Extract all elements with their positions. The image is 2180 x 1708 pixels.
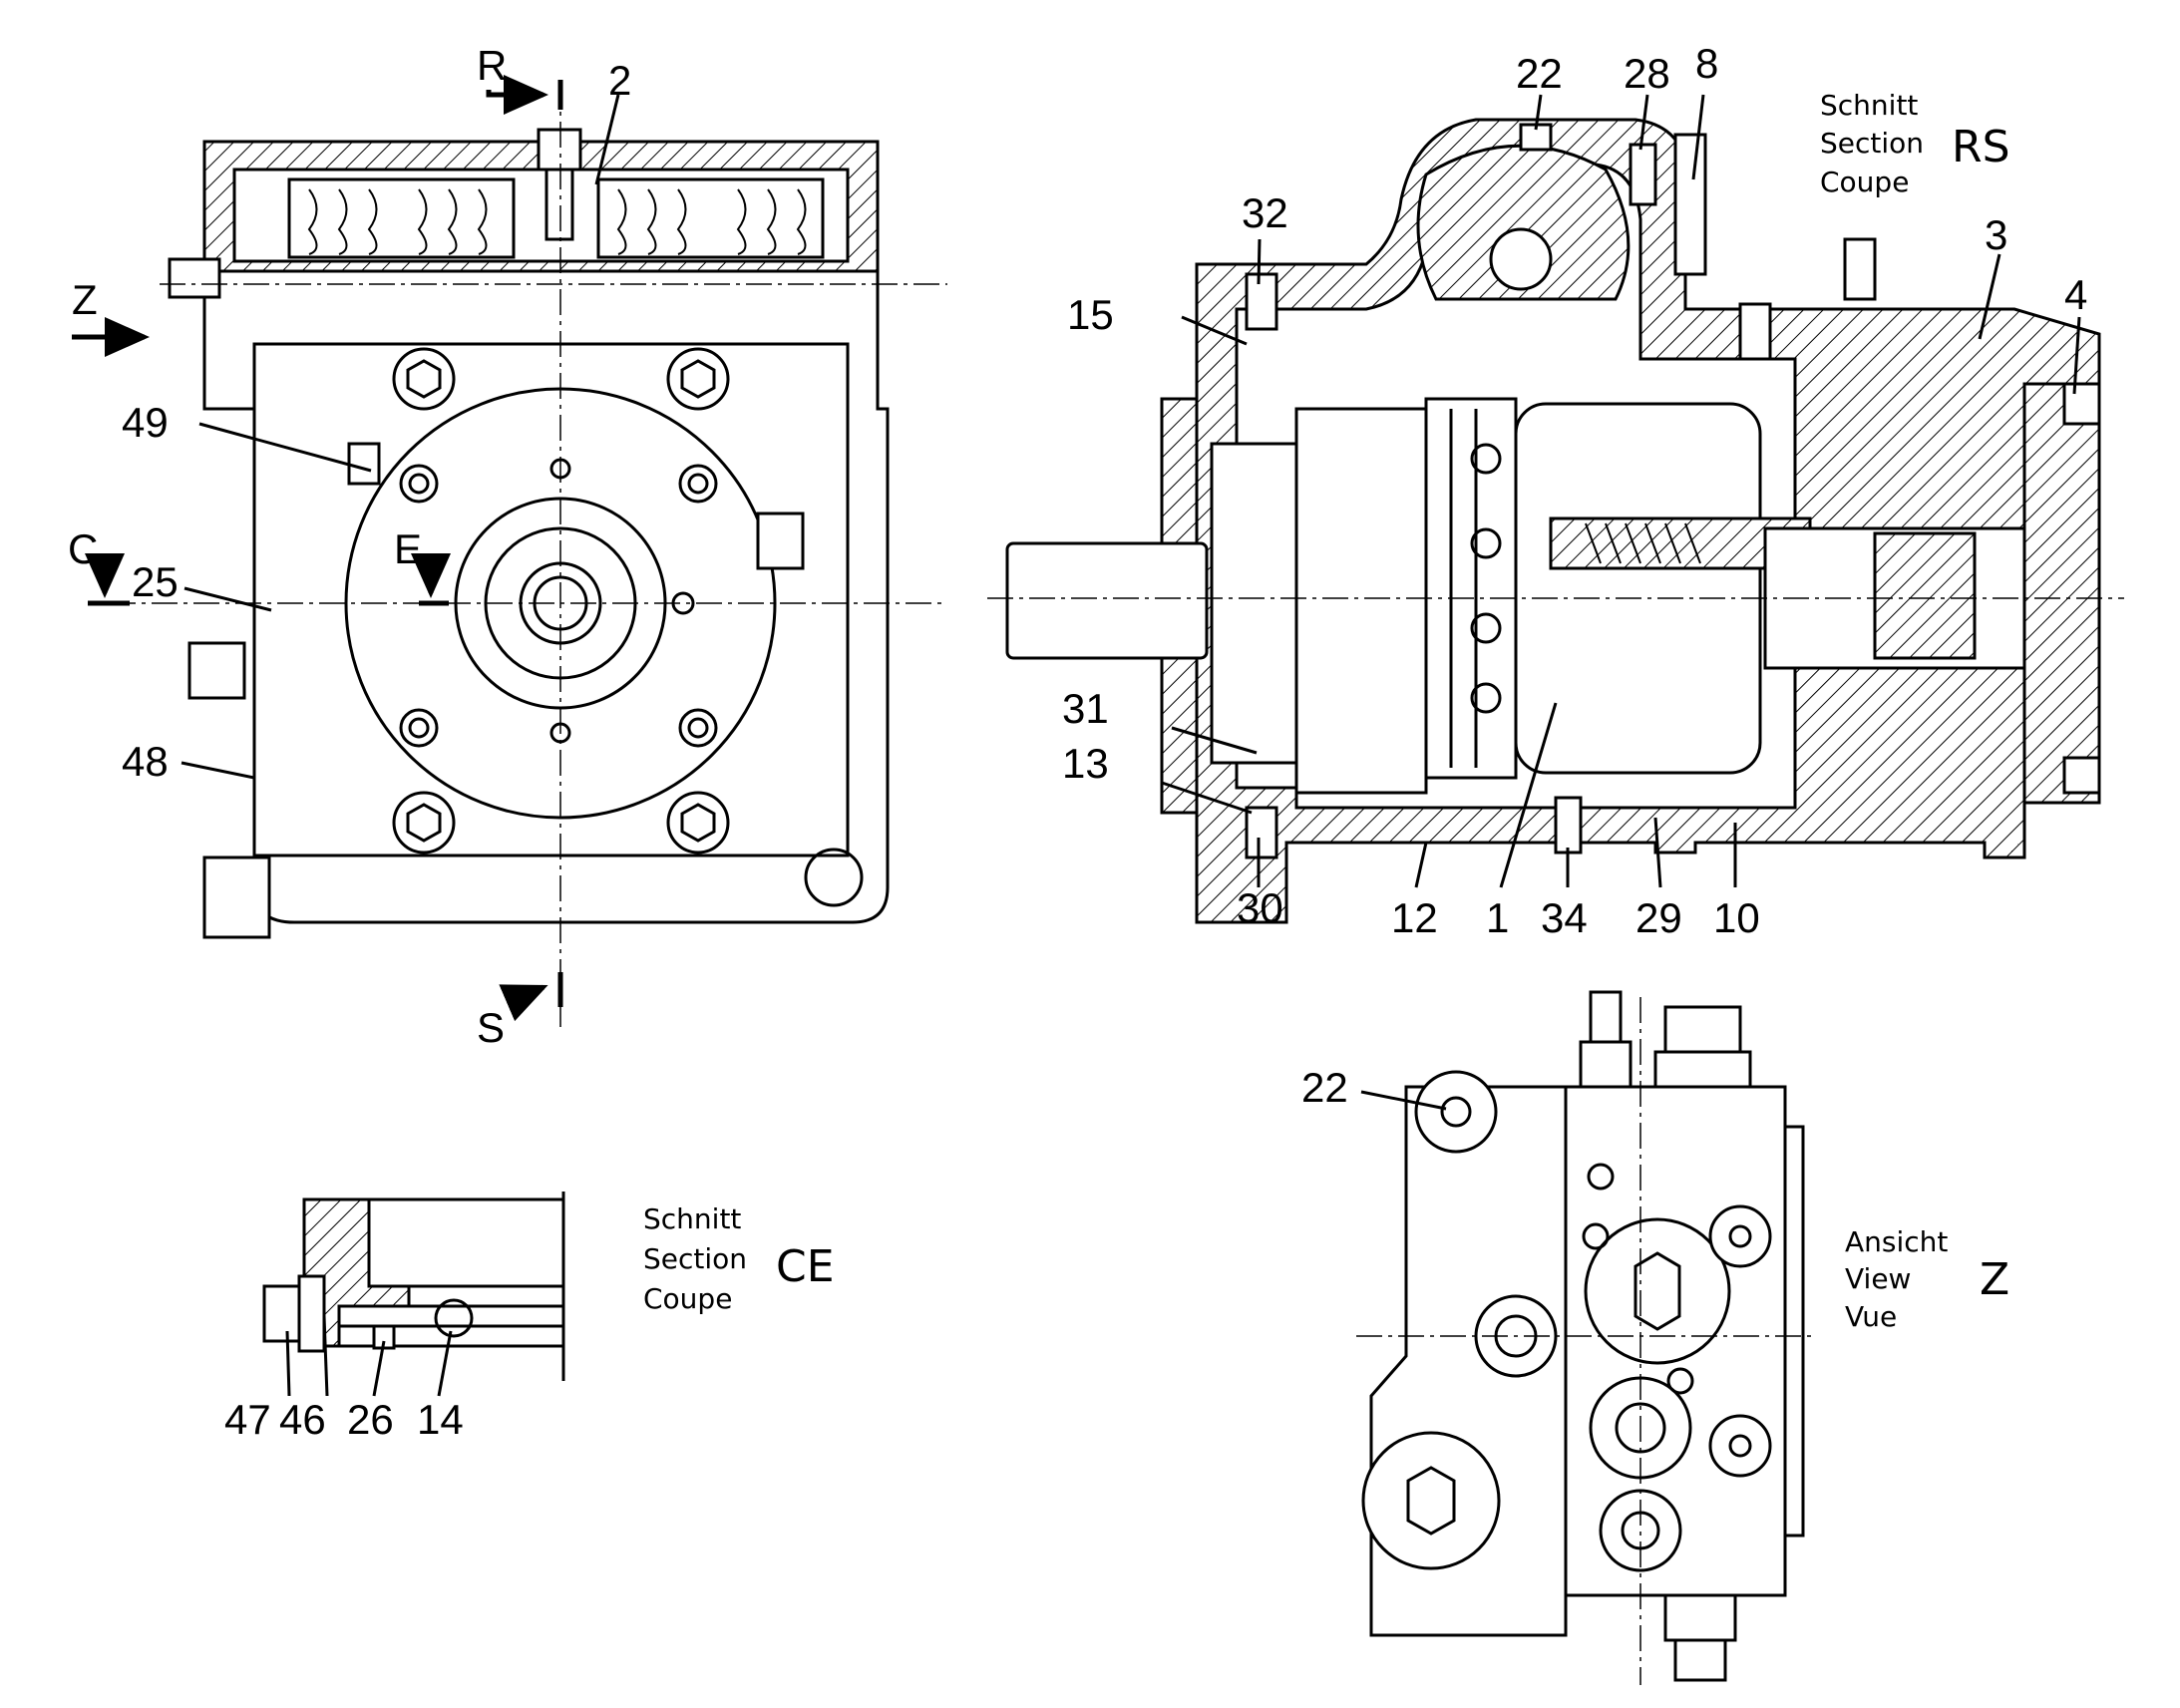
z-caption-line1: Ansicht xyxy=(1845,1225,1948,1258)
z-caption-line3: Vue xyxy=(1845,1300,1897,1333)
rs-label-28: 28 xyxy=(1624,50,1670,97)
rs-label-8: 8 xyxy=(1695,40,1718,87)
rs-label-29: 29 xyxy=(1635,894,1682,941)
rs-label-15: 15 xyxy=(1067,291,1114,338)
z-caption: Ansicht View Vue Z xyxy=(1845,1225,2009,1333)
label-part-49: 49 xyxy=(122,399,169,446)
rs-label-31: 31 xyxy=(1062,685,1109,732)
rs-label-22: 22 xyxy=(1516,50,1563,97)
control-springs xyxy=(287,128,825,259)
rs-label-1: 1 xyxy=(1486,894,1509,941)
z-label-22: 22 xyxy=(1301,1064,1348,1111)
ce-caption-code: CE xyxy=(776,1241,835,1292)
section-marker-e: E xyxy=(394,525,451,606)
section-marker-s: S xyxy=(477,972,563,1051)
view-z: 22 Ansicht View Vue Z xyxy=(1301,990,2009,1685)
rs-label-4: 4 xyxy=(2064,271,2087,318)
ce-caption-line1: Schnitt xyxy=(643,1202,741,1235)
rs-label-3: 3 xyxy=(1985,211,2007,258)
ce-label-47: 47 xyxy=(224,1396,271,1443)
section-marker-r: R xyxy=(477,42,563,115)
rs-caption: Schnitt Section Coupe RS xyxy=(1820,89,2010,198)
section-rs-view: 22 28 8 32 15 3 4 31 13 30 12 1 34 29 10… xyxy=(987,40,2124,941)
z-caption-code: Z xyxy=(1980,1254,2009,1305)
z-caption-line2: View xyxy=(1845,1262,1911,1295)
rs-label-10: 10 xyxy=(1713,894,1760,941)
rs-caption-line2: Section xyxy=(1820,127,1924,160)
marker-z-label: Z xyxy=(72,276,98,323)
marker-e-label: E xyxy=(394,525,422,572)
rs-label-12: 12 xyxy=(1391,894,1438,941)
marker-r-label: R xyxy=(477,42,507,89)
marker-s-label: S xyxy=(477,1004,505,1051)
view-marker-z: Z xyxy=(72,276,150,357)
rs-drive-shaft xyxy=(1005,541,1209,660)
ce-caption-line2: Section xyxy=(643,1242,747,1275)
label-part-25: 25 xyxy=(132,558,179,605)
rs-end-cover xyxy=(2022,382,2101,805)
marker-c-label: C xyxy=(68,525,98,572)
ce-label-14: 14 xyxy=(417,1396,464,1443)
rs-caption-line3: Coupe xyxy=(1820,166,1909,198)
ce-caption: Schnitt Section Coupe CE xyxy=(643,1202,835,1315)
rs-caption-line1: Schnitt xyxy=(1820,89,1918,122)
rs-label-34: 34 xyxy=(1541,894,1588,941)
rs-caption-code: RS xyxy=(1952,122,2010,172)
label-part-48: 48 xyxy=(122,738,169,785)
rs-label-30: 30 xyxy=(1237,884,1283,931)
ce-label-46: 46 xyxy=(279,1396,326,1443)
label-part-2: 2 xyxy=(608,57,631,104)
section-ce-view: 47 46 26 14 Schnitt Section Coupe CE xyxy=(224,1192,835,1443)
front-view: R S Z C E 2 49 25 48 xyxy=(68,42,947,1051)
ce-caption-line3: Coupe xyxy=(643,1282,732,1315)
ce-label-26: 26 xyxy=(347,1396,394,1443)
section-marker-c: C xyxy=(68,525,130,606)
rs-label-13: 13 xyxy=(1062,740,1109,787)
rs-label-32: 32 xyxy=(1242,189,1288,236)
